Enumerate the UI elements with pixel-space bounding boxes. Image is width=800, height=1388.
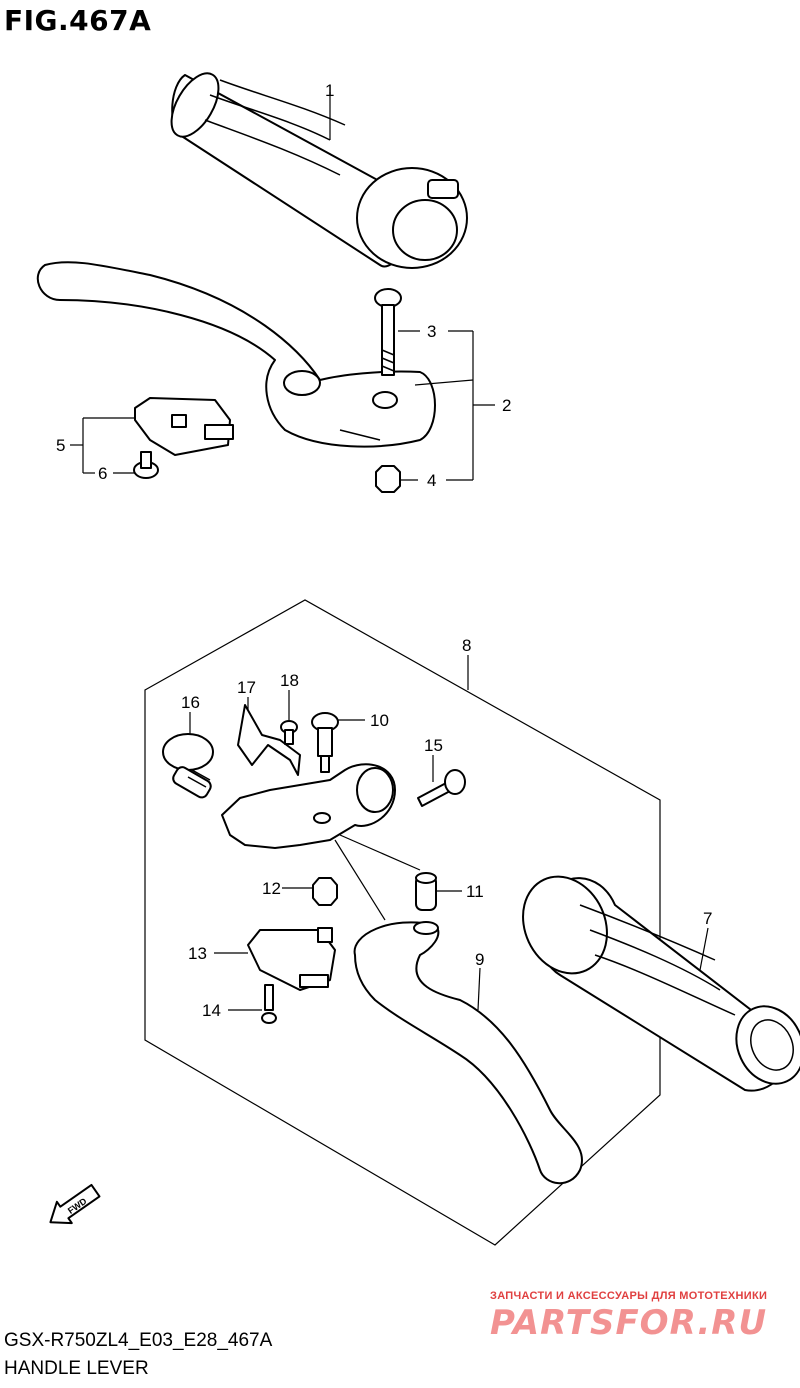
callout-1: 1 (325, 81, 334, 100)
adjuster-knob (162, 733, 214, 799)
callout-4: 4 (427, 471, 436, 490)
callout-6: 6 (98, 464, 107, 483)
leader-lines-upper (70, 92, 495, 481)
callout-5: 5 (56, 436, 65, 455)
callout-11: 11 (466, 882, 484, 901)
clutch-lever (353, 921, 583, 1185)
throttle-grip (170, 72, 468, 269)
callout-7: 7 (703, 909, 712, 928)
brake-switch (134, 397, 234, 456)
callout-2: 2 (502, 396, 511, 415)
pivot-bolt-upper (374, 288, 402, 376)
callout-12: 12 (262, 879, 281, 898)
brake-lever-assembly (36, 261, 436, 448)
callout-15: 15 (424, 736, 443, 755)
callout-10: 10 (370, 711, 389, 730)
switch-bracket (237, 704, 301, 776)
lever-holder (221, 763, 396, 849)
assembly-boundary (144, 599, 661, 1246)
fwd-arrow-icon: FWD (49, 1183, 101, 1225)
watermark-logo: PARTSFOR.RU (490, 1303, 768, 1343)
collar (415, 872, 437, 911)
section-title: HANDLE LEVER (4, 1358, 149, 1379)
callout-8: 8 (462, 636, 471, 655)
pivot-bolt-lower (311, 712, 339, 773)
callout-18: 18 (280, 671, 299, 690)
callout-13: 13 (188, 944, 207, 963)
nut-upper (375, 465, 401, 493)
callout-9: 9 (475, 950, 484, 969)
bracket-screw (280, 720, 298, 745)
switch-screw-upper (133, 451, 159, 479)
switch-screw-lower (261, 984, 277, 1024)
left-grip (522, 875, 800, 1092)
model-code: GSX-R750ZL4_E03_E28_467A (4, 1330, 273, 1351)
watermark-tagline: ЗАПЧАСТИ И АКСЕССУАРЫ ДЛЯ МОТОТЕХНИКИ (490, 1290, 768, 1302)
callout-3: 3 (427, 322, 436, 341)
clutch-switch (247, 927, 336, 991)
callout-14: 14 (202, 1001, 221, 1020)
callout-16: 16 (181, 693, 200, 712)
leader-lines-lower (189, 690, 709, 1011)
clamp-bolt (417, 769, 466, 807)
callout-17: 17 (237, 678, 256, 697)
figure-title: FIG.467A (4, 4, 152, 37)
nut-lower (312, 877, 338, 906)
